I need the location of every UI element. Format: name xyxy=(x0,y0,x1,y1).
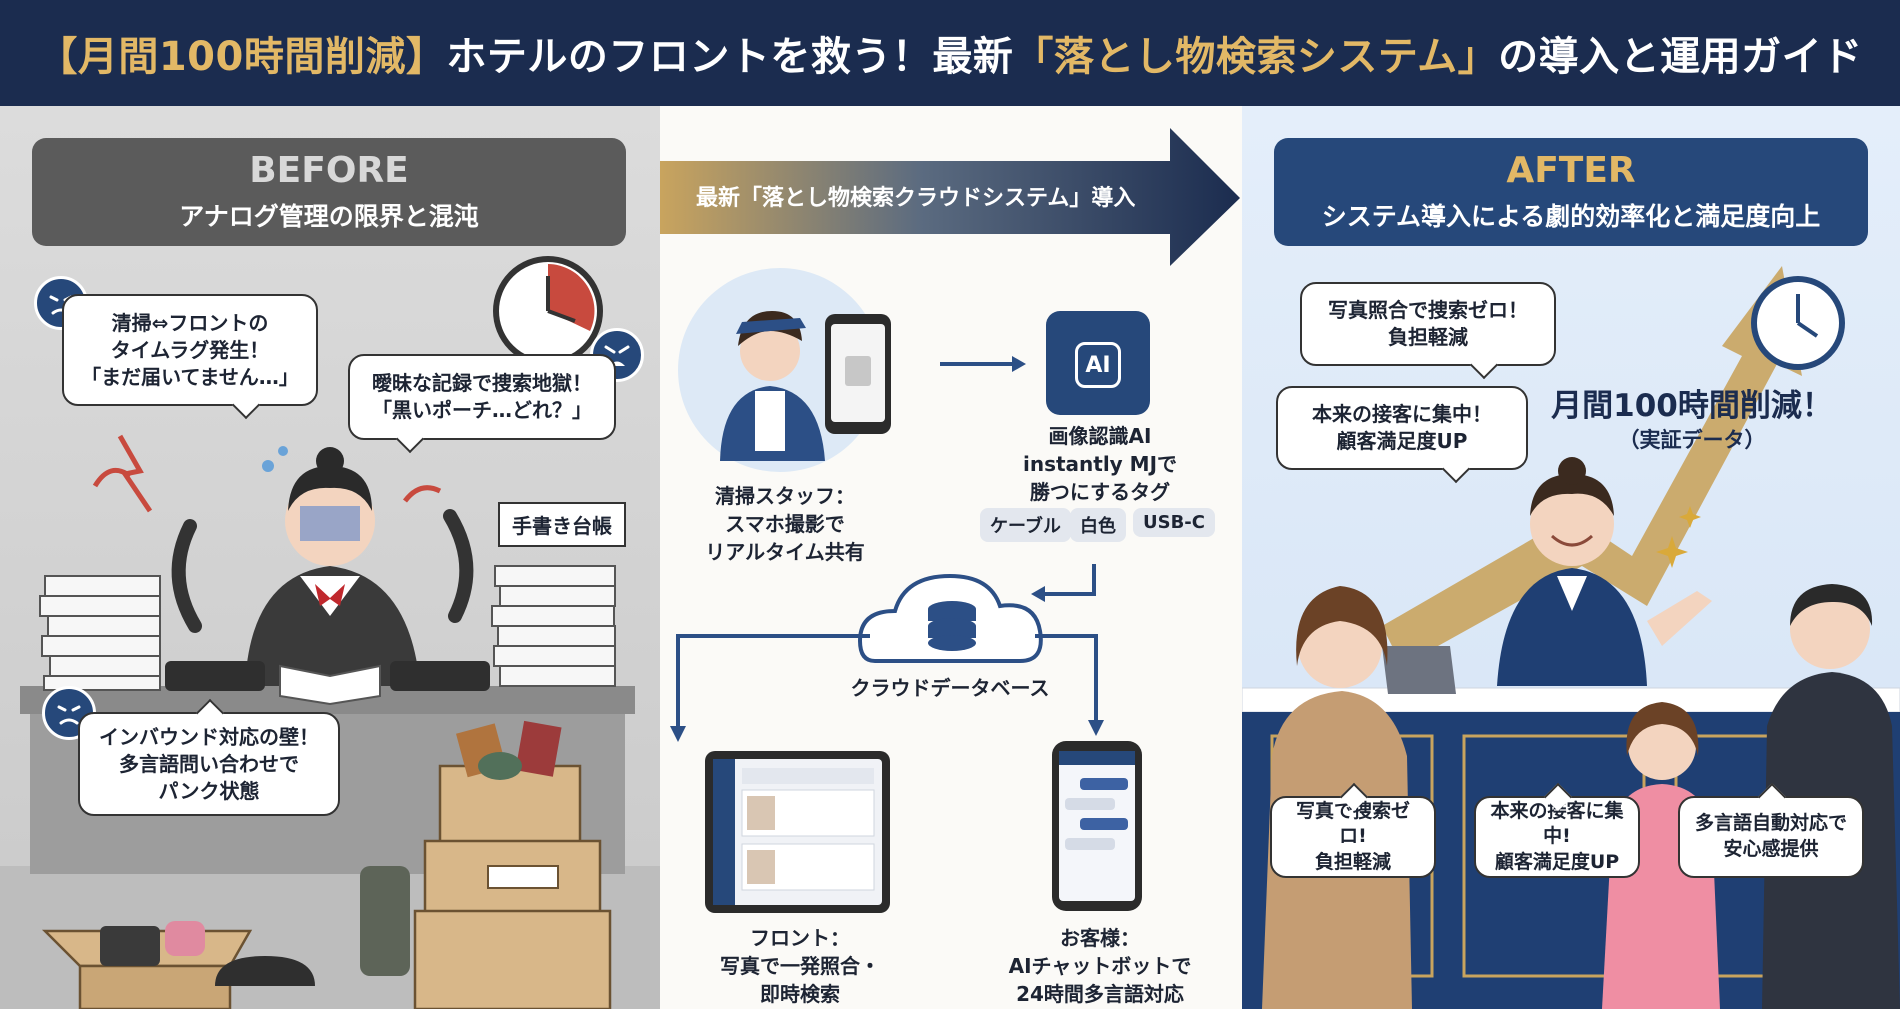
after-top-bubble-search-line-2: 負担軽減 xyxy=(1388,325,1468,349)
front-caption-line-2: 写真で一発照合・ xyxy=(720,954,880,978)
after-top-bubble-service-line-2: 顧客満足度UP xyxy=(1336,429,1468,453)
ai-caption-line-1: 画像認識AI xyxy=(1048,424,1152,448)
front-caption: フロント： 写真で一発照合・ 即時検索 xyxy=(690,924,910,1008)
guest-caption-line-3: 24時間多言語対応 xyxy=(1016,982,1184,1006)
middle-panel: 最新「落とし物検索クラウドシステム」導入 xyxy=(660,106,1242,1009)
title-text-guide: の導入と運用ガイド xyxy=(1498,34,1863,80)
front-caption-line-3: 即時検索 xyxy=(760,982,840,1006)
ai-caption-line-2: instantly MJで xyxy=(1022,452,1178,476)
title-highlight-system: 「落とし物検索システム」 xyxy=(1013,34,1499,80)
clock-icon xyxy=(493,256,603,366)
after-bottom-bubble-multilingual: 多言語自動対応で 安心感提供 xyxy=(1678,796,1864,878)
tag-usbc: USB-C xyxy=(1133,508,1215,537)
title-text-main: ホテルのフロントを救う！最新 xyxy=(446,34,1014,80)
process-arrow-banner xyxy=(660,128,1240,266)
tag-white: 白色 xyxy=(1070,508,1126,542)
inbound-speech-bubble: インバウンド対応の壁！ 多言語問い合わせで パンク状態 xyxy=(78,712,340,816)
before-heading: BEFORE xyxy=(249,150,409,191)
guest-caption: お客様： AIチャットボットで 24時間多言語対応 xyxy=(990,924,1210,1008)
after-title-box: AFTER システム導入による劇的効率化と満足度向上 xyxy=(1274,138,1868,246)
ai-icon: AI xyxy=(1075,342,1121,388)
middle-illustration xyxy=(670,268,1150,913)
after-bottom-bubble-service-line-1: 本来の接客に集中! xyxy=(1490,799,1624,848)
after-bottom-bubble-multilingual-line-2: 安心感提供 xyxy=(1723,838,1819,860)
staff-caption-line-1: 清掃スタッフ： xyxy=(715,484,855,508)
inbound-line-2: 多言語問い合わせで xyxy=(119,751,299,776)
after-top-bubble-search: 写真照合で捜索ゼロ！ 負担軽減 xyxy=(1300,282,1556,366)
search-hell-line-1: 曖昧な記録で捜索地獄！ xyxy=(372,371,592,395)
stat-reduction-note: （実証データ） xyxy=(1618,428,1766,452)
after-bottom-bubble-multilingual-line-1: 多言語自動対応で xyxy=(1694,812,1847,835)
after-bottom-bubble-search-line-1: 写真で捜索ゼロ! xyxy=(1295,799,1410,848)
timelag-line-3: 「まだ届いてません…」 xyxy=(81,364,299,389)
inbound-line-1: インバウンド対応の壁！ xyxy=(99,724,319,749)
search-hell-line-2: 「黒いポーチ…どれ？」 xyxy=(372,398,592,422)
timelag-line-1: 清掃⇔フロントの xyxy=(111,310,269,335)
search-hell-speech-bubble: 曖昧な記録で捜索地獄！ 「黒いポーチ…どれ？」 xyxy=(348,354,616,440)
guest-caption-line-1: お客様： xyxy=(1060,926,1140,950)
ai-caption-line-3: 勝つにするタグ xyxy=(1029,480,1171,504)
staff-caption: 清掃スタッフ： スマホ撮影で リアルタイム共有 xyxy=(690,482,880,566)
tag-cable: ケーブル xyxy=(980,508,1071,542)
after-top-bubble-search-line-1: 写真照合で捜索ゼロ！ xyxy=(1328,298,1528,322)
title-highlight-reduction: 【月間100時間削減】 xyxy=(37,34,447,80)
process-banner-text: 最新「落とし物検索クラウドシステム」導入 xyxy=(696,186,1136,211)
staff-caption-line-3: リアルタイム共有 xyxy=(705,540,865,564)
stat-reduction-headline: 月間100時間削減！ xyxy=(1551,388,1833,424)
after-bottom-bubble-service: 本来の接客に集中! 顧客満足度UP xyxy=(1474,796,1640,878)
after-heading: AFTER xyxy=(1506,150,1636,191)
timelag-speech-bubble: 清掃⇔フロントの タイムラグ発生！ 「まだ届いてません…」 xyxy=(62,294,318,406)
after-top-bubble-service-line-1: 本来の接客に集中！ xyxy=(1312,402,1492,426)
ai-caption: 画像認識AI instantly MJで 勝つにするタグ xyxy=(990,422,1210,506)
front-caption-line-1: フロント： xyxy=(750,926,850,950)
after-top-bubble-service: 本来の接客に集中！ 顧客満足度UP xyxy=(1276,386,1528,470)
guest-caption-line-2: AIチャットボットで xyxy=(1008,954,1192,978)
before-panel: BEFORE アナログ管理の限界と混沌 xyxy=(0,106,660,1009)
before-title-box: BEFORE アナログ管理の限界と混沌 xyxy=(32,138,626,246)
inbound-line-3: パンク状態 xyxy=(158,778,260,803)
after-bottom-bubble-search-line-2: 負担軽減 xyxy=(1314,850,1391,873)
page-title: 【月間100時間削減】 ホテルのフロントを救う！最新 「落とし物検索システム」 … xyxy=(0,0,1900,106)
timelag-line-2: タイムラグ発生！ xyxy=(110,337,270,362)
clock-icon xyxy=(1751,276,1845,370)
after-bottom-bubble-search: 写真で捜索ゼロ! 負担軽減 xyxy=(1270,796,1436,878)
after-subheading: システム導入による劇的効率化と満足度向上 xyxy=(1321,202,1821,231)
after-bottom-bubble-service-line-2: 顧客満足度UP xyxy=(1494,850,1620,873)
after-panel: AFTER システム導入による劇的効率化と満足度向上 xyxy=(1242,106,1900,1009)
before-illustration xyxy=(0,256,660,1009)
before-subheading: アナログ管理の限界と混沌 xyxy=(179,202,479,231)
cloud-database-caption: クラウドデータベース xyxy=(850,676,1050,700)
staff-caption-line-2: スマホ撮影で xyxy=(725,512,845,536)
handwritten-ledger-label: 手書き台帳 xyxy=(498,502,626,547)
